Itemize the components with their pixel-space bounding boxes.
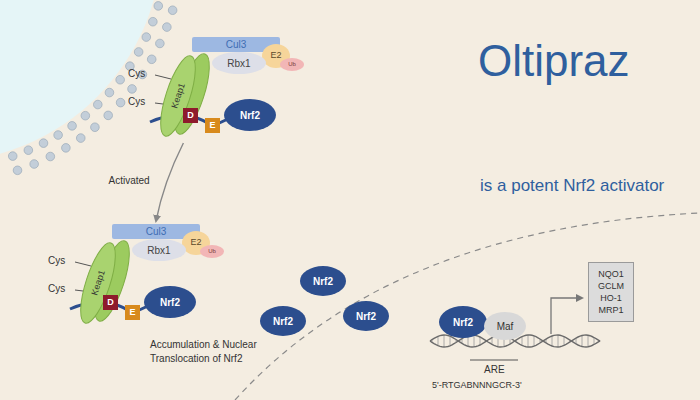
nrf2-protein: Nrf2 bbox=[439, 306, 487, 338]
cys-label: Cys bbox=[48, 283, 65, 294]
node-label: Nrf2 bbox=[160, 297, 180, 308]
d-motif: D bbox=[103, 295, 118, 310]
node-label: D bbox=[187, 111, 194, 121]
node-label: Maf bbox=[497, 321, 514, 332]
cys-label: Cys bbox=[128, 68, 145, 79]
node-label: E bbox=[129, 308, 135, 318]
node-label: E bbox=[209, 121, 215, 131]
edge-label: Activated bbox=[107, 174, 152, 187]
e-motif: E bbox=[205, 118, 220, 133]
e-motif: E bbox=[125, 305, 140, 320]
title: Oltipraz bbox=[478, 36, 630, 86]
cys-label: Cys bbox=[48, 255, 65, 266]
ubiquitin: Ub bbox=[280, 58, 304, 71]
nrf2-protein: Nrf2 bbox=[260, 306, 306, 336]
sequence-label: 5'-RTGABNNNGCR-3' bbox=[432, 380, 522, 390]
node-label: E2 bbox=[270, 51, 281, 61]
cell-membrane bbox=[8, 2, 177, 175]
rbx1-protein: Rbx1 bbox=[132, 239, 186, 261]
activation-arrow bbox=[156, 143, 183, 221]
are-bracket bbox=[470, 360, 518, 361]
nrf2-protein: Nrf2 bbox=[300, 266, 346, 296]
rbx1-protein: Rbx1 bbox=[212, 52, 266, 74]
cys-label: Cys bbox=[128, 96, 145, 107]
node-label: Nrf2 bbox=[453, 317, 473, 328]
d-motif: D bbox=[183, 108, 198, 123]
caption: is a potent Nrf2 activator bbox=[480, 176, 664, 196]
node-label: Rbx1 bbox=[227, 58, 250, 69]
node-label: D bbox=[107, 298, 114, 308]
gene-box: NQO1 GCLM HO-1 MRP1 bbox=[588, 262, 634, 322]
extracellular-region bbox=[0, 0, 162, 162]
node-label: Cul3 bbox=[146, 226, 167, 237]
node-label: Cul3 bbox=[226, 39, 247, 50]
node-label: Nrf2 bbox=[240, 110, 260, 121]
expression-arrow bbox=[551, 298, 578, 334]
nuclear-envelope bbox=[235, 213, 700, 400]
process-note: Accumulation & Nuclear Translocation of … bbox=[150, 338, 300, 365]
node-label: Nrf2 bbox=[273, 316, 293, 327]
node-label: Ub bbox=[208, 248, 216, 255]
nrf2-protein: Nrf2 bbox=[343, 301, 389, 331]
node-label: Nrf2 bbox=[313, 276, 333, 287]
node-label: Nrf2 bbox=[356, 311, 376, 322]
element-label: ARE bbox=[484, 364, 505, 375]
nrf2-protein: Nrf2 bbox=[224, 99, 276, 131]
arrow-head bbox=[576, 294, 584, 302]
nrf2-protein: Nrf2 bbox=[144, 286, 196, 318]
node-label: NQO1 GCLM HO-1 MRP1 bbox=[594, 268, 628, 317]
node-label: E2 bbox=[190, 238, 201, 248]
maf-protein: Maf bbox=[484, 312, 526, 340]
node-label: Rbx1 bbox=[147, 245, 170, 256]
ubiquitin: Ub bbox=[200, 245, 224, 258]
node-label: Ub bbox=[288, 61, 296, 68]
